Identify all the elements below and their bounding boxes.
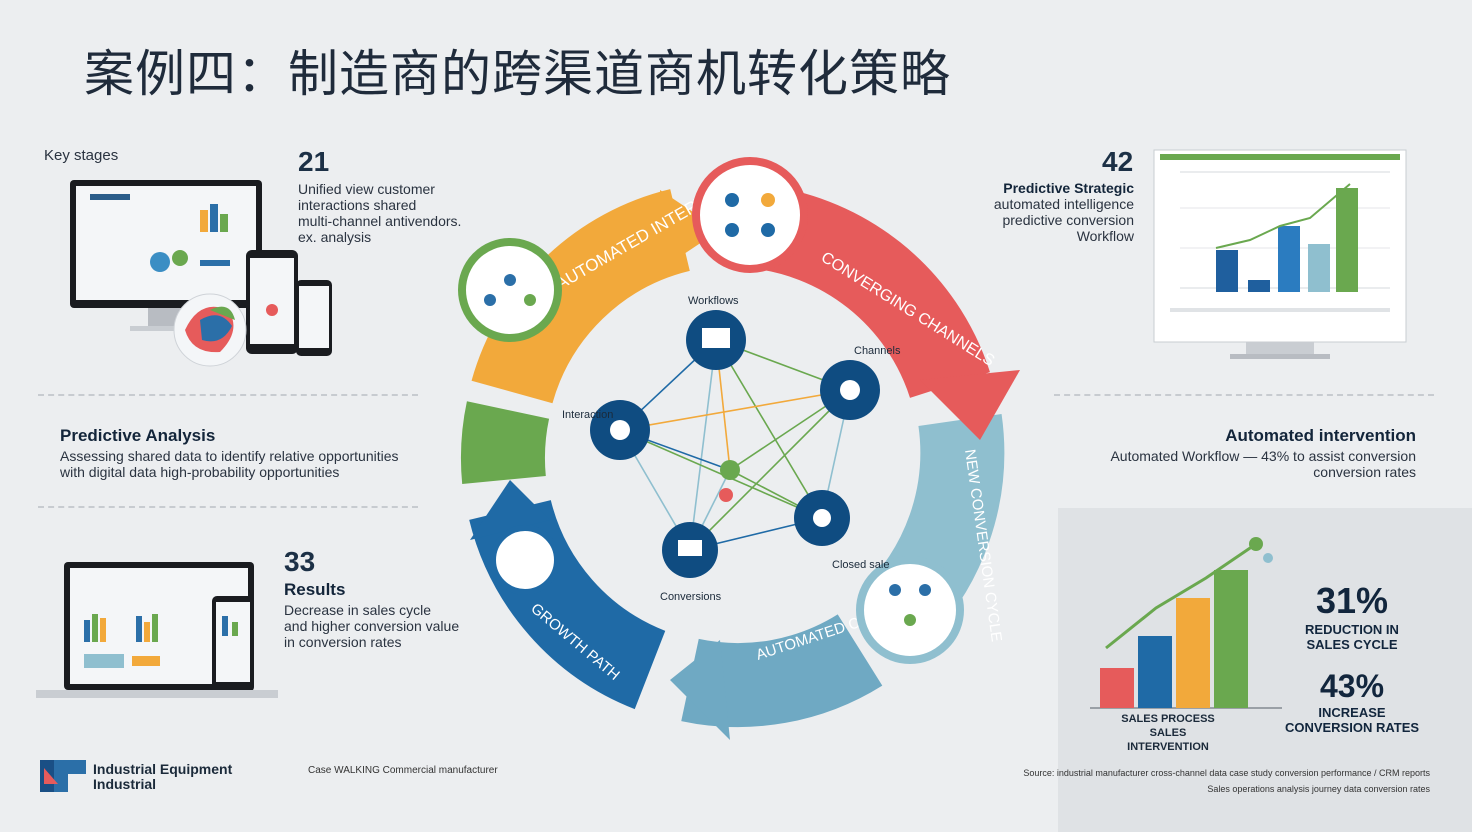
stat-label: REDUCTION IN bbox=[1305, 622, 1399, 637]
footer-right: Source: industrial manufacturer cross-ch… bbox=[1023, 768, 1430, 778]
node-label: Conversions bbox=[660, 591, 722, 603]
footer-right: Sales operations analysis journey data c… bbox=[1207, 784, 1430, 794]
growth-bar-chart bbox=[1090, 537, 1282, 709]
arrowhead-blue bbox=[470, 480, 550, 540]
network-node-interaction bbox=[590, 400, 650, 460]
devices-illustration-1 bbox=[70, 180, 332, 367]
results-line: Decrease in sales cycle bbox=[284, 602, 432, 618]
stage-21-line: Unified view customer bbox=[298, 181, 435, 197]
callout-circle-right bbox=[856, 556, 964, 664]
stat-value-31: 31% bbox=[1315, 580, 1389, 621]
divider bbox=[38, 506, 418, 508]
stage-number-21: 21 bbox=[298, 146, 330, 177]
predictive-strategic-title: Predictive Strategic bbox=[1003, 180, 1134, 196]
growth-bar bbox=[1214, 570, 1248, 708]
cycle-segment-orange bbox=[471, 189, 691, 405]
monitor-chart-illustration bbox=[1153, 149, 1407, 359]
callout-circle-top bbox=[692, 157, 808, 273]
cycle-segment-green bbox=[460, 401, 550, 485]
stat-label: INCREASE bbox=[1318, 705, 1386, 720]
page-title: 案例四：制造商的跨渠道商机转化策略 bbox=[84, 45, 951, 103]
predictive-line: Assessing shared data to identify relati… bbox=[60, 448, 399, 464]
divider bbox=[38, 394, 418, 396]
predictive-strategic-line: automated intelligence bbox=[993, 196, 1134, 212]
brand-line: Industrial Equipment bbox=[93, 761, 233, 777]
network-hub-small bbox=[719, 488, 733, 502]
arrowhead-orange bbox=[660, 190, 720, 270]
network-node-channels bbox=[820, 360, 880, 420]
conversion-cycle-diagram: AUTOMATED INTERVENTION CONVERGING CHANNE… bbox=[458, 157, 1020, 740]
network-node-closed-sale bbox=[794, 490, 850, 546]
predictive-analysis-title: Predictive Analysis bbox=[60, 426, 216, 445]
node-label: Workflows bbox=[688, 295, 739, 307]
company-logo-icon bbox=[40, 760, 86, 792]
stat-value-43: 43% bbox=[1319, 668, 1385, 704]
predictive-line: with digital data high-probability oppor… bbox=[60, 464, 340, 480]
stage-number-33: 33 bbox=[284, 546, 316, 577]
network-hub bbox=[720, 460, 740, 480]
node-label: Closed sale bbox=[832, 559, 889, 571]
bars-label: SALES PROCESS SALES bbox=[1121, 713, 1215, 739]
callout-circle-left bbox=[458, 238, 562, 342]
predictive-strategic-line: predictive conversion bbox=[1002, 212, 1134, 228]
automated-intervention-title: Automated intervention bbox=[1225, 426, 1416, 445]
results-line: in conversion rates bbox=[284, 634, 402, 650]
arrowhead-lightblue bbox=[670, 640, 730, 740]
stage-21-line: interactions shared bbox=[298, 197, 417, 213]
results-line: and higher conversion value bbox=[284, 618, 460, 634]
monitor-bar bbox=[1248, 280, 1270, 292]
node-label: Channels bbox=[854, 345, 901, 357]
automated-line: conversion rates bbox=[1313, 464, 1416, 480]
footer-left: Case WALKING Commercial manufacturer bbox=[308, 765, 498, 776]
devices-illustration-2 bbox=[36, 562, 278, 698]
network-node-conversions bbox=[662, 522, 718, 578]
brand-line: Industrial bbox=[93, 776, 157, 792]
growth-bar bbox=[1138, 636, 1172, 708]
monitor-bar bbox=[1216, 250, 1238, 292]
network-node-workflows bbox=[686, 310, 746, 370]
callout-circle-bottom bbox=[490, 525, 560, 595]
results-title: Results bbox=[284, 580, 346, 599]
bars-label: INTERVENTION bbox=[1127, 741, 1209, 753]
monitor-bar bbox=[1336, 188, 1358, 292]
predictive-strategic-line: Workflow bbox=[1076, 228, 1134, 244]
arrowhead-red bbox=[920, 370, 1020, 440]
automated-line: Automated Workflow — 43% to assist conve… bbox=[1110, 448, 1416, 464]
stage-number-42: 42 bbox=[1102, 146, 1134, 177]
monitor-bar bbox=[1278, 226, 1300, 292]
monitor-bar bbox=[1308, 244, 1330, 292]
stage-21-line: ex. analysis bbox=[298, 229, 372, 245]
stat-label: CONVERSION RATES bbox=[1284, 720, 1420, 735]
growth-bar bbox=[1100, 668, 1134, 708]
growth-bar bbox=[1176, 598, 1210, 708]
node-label: Interaction bbox=[562, 409, 613, 421]
stat-label: SALES CYCLE bbox=[1306, 637, 1398, 652]
stage-21-line: multi-channel antivendors. bbox=[298, 213, 462, 229]
divider bbox=[1054, 394, 1434, 396]
key-stages-label: Key stages bbox=[44, 147, 119, 164]
